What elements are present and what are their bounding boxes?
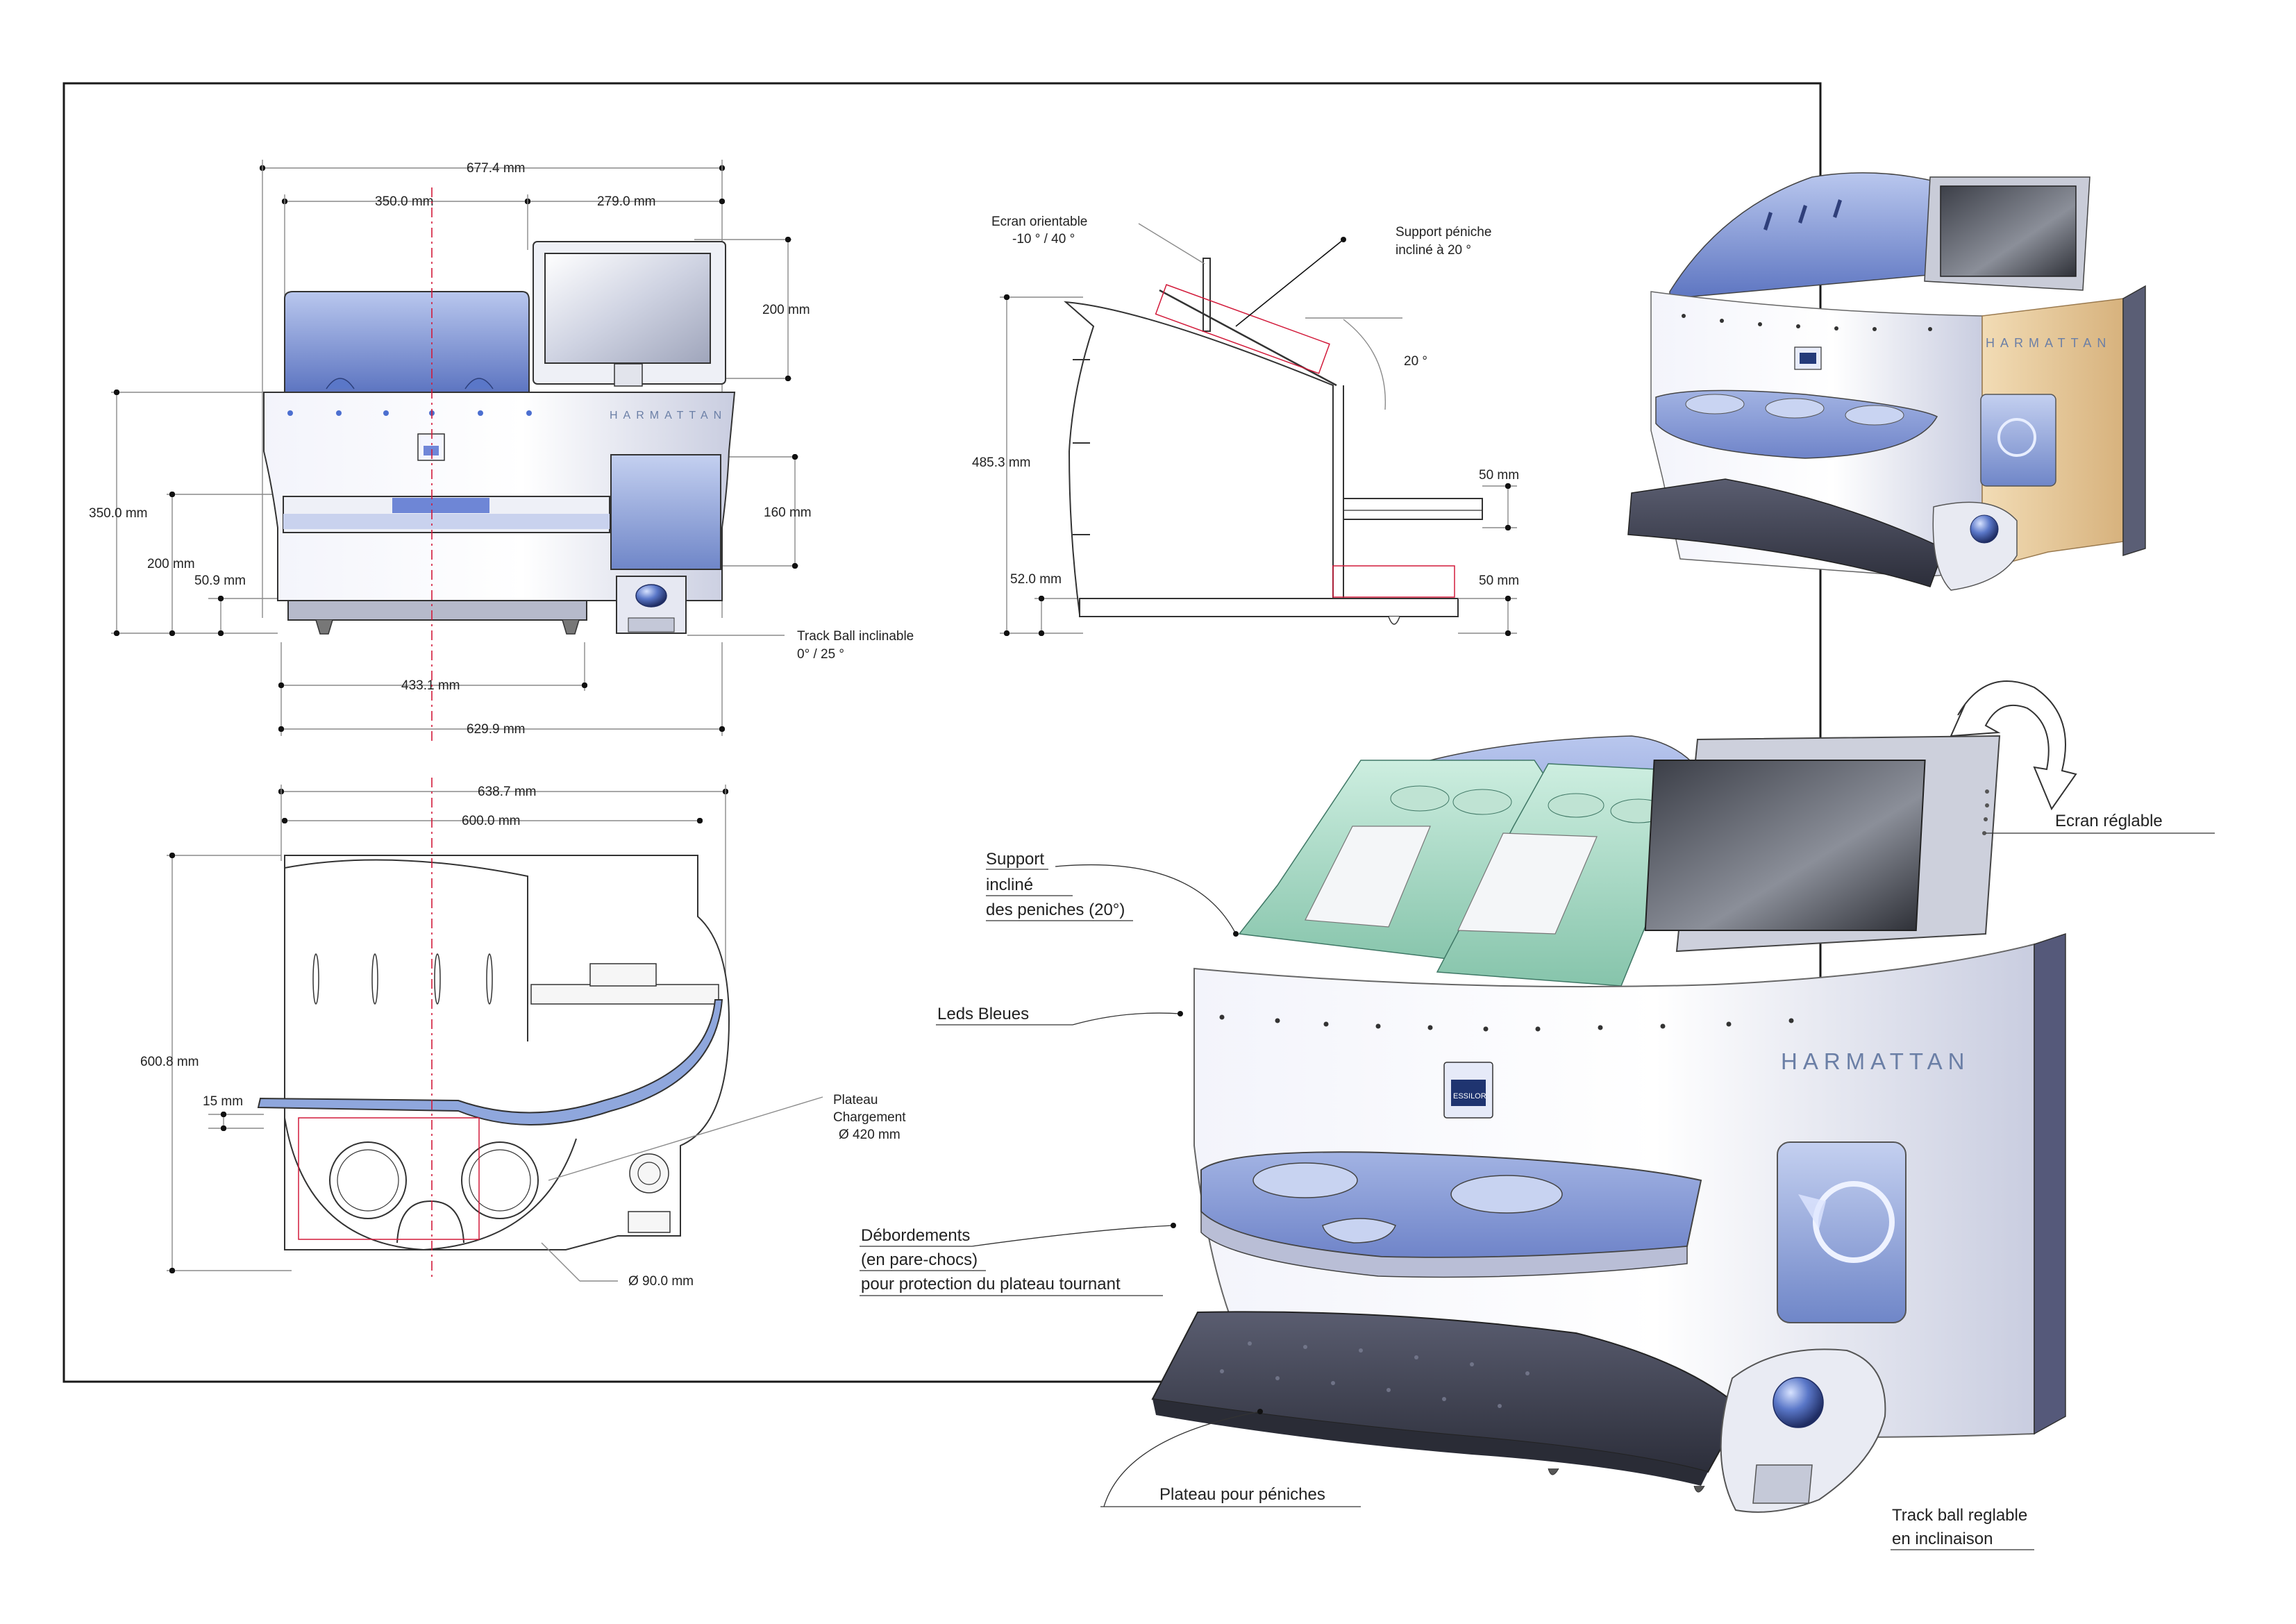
label-screen: Ecran réglable — [2055, 812, 2163, 830]
large-screen — [1644, 760, 1926, 931]
note-trackball-line1: Track Ball inclinable — [797, 629, 914, 644]
label-overflow-line3: pour protection du plateau tournant — [861, 1275, 1121, 1294]
dim-right-width: 279.0 mm — [597, 194, 655, 209]
small-hood — [1669, 172, 1938, 299]
front-hood — [284, 291, 530, 393]
dim-body-height: 350.0 mm — [89, 506, 147, 521]
label-support-line1: Support — [986, 850, 1044, 869]
label-overflow-line2: (en pare-chocs) — [861, 1250, 978, 1269]
dim-top-bumper: 15 mm — [203, 1094, 243, 1109]
dim-side-base: 52.0 mm — [1010, 572, 1062, 587]
small-trackball[interactable] — [1970, 514, 1999, 544]
logo-text: ESSILOR — [1453, 1092, 1486, 1100]
note-screen-line2: -10 ° / 40 ° — [1012, 232, 1075, 246]
note-screen-line1: Ecran orientable — [991, 215, 1087, 229]
note-trackball-line2: 0° / 25 ° — [797, 647, 844, 662]
front-screen — [544, 253, 711, 364]
note-plate-line1: Plateau — [833, 1093, 878, 1107]
large-window — [1777, 1141, 1907, 1323]
side-angle: 20 ° — [1404, 354, 1427, 369]
dim-left-width: 350.0 mm — [375, 194, 433, 209]
front-trackball[interactable] — [635, 584, 667, 608]
dim-top-inner-width: 600.0 mm — [462, 814, 520, 828]
dim-tray-gap-bottom: 50 mm — [1479, 574, 1519, 588]
small-window — [1980, 394, 2056, 487]
note-support-line1: Support péniche — [1396, 225, 1491, 240]
drawing-frame — [62, 82, 1822, 1383]
dim-lower-height: 200 mm — [147, 557, 195, 571]
side-body-outline — [1064, 301, 1334, 615]
large-trackball[interactable] — [1773, 1377, 1824, 1428]
dim-base-width: 433.1 mm — [401, 678, 460, 693]
side-base-plate — [1079, 598, 1459, 617]
dim-base-height: 50.9 mm — [194, 574, 246, 588]
small-trackball-housing — [1932, 501, 2018, 591]
label-support-line2: incliné — [986, 876, 1033, 894]
small-tray — [1627, 478, 1945, 587]
dim-screen-height: 200 mm — [762, 303, 810, 317]
top-hole-left — [329, 1141, 407, 1219]
small-screen — [1940, 185, 2077, 277]
label-trackball-line2: en inclinaison — [1892, 1530, 1993, 1548]
dim-tray-gap-top: 50 mm — [1479, 468, 1519, 483]
note-support-line2: incliné à 20 ° — [1396, 243, 1471, 258]
dim-top-overall-width: 638.7 mm — [478, 785, 536, 799]
dim-side-height: 485.3 mm — [972, 455, 1030, 470]
top-hole-right — [461, 1141, 539, 1219]
screen-rotate-arrow — [1950, 680, 2077, 811]
label-support-line3: des peniches (20°) — [986, 901, 1125, 919]
dim-opening-height: 160 mm — [764, 505, 812, 520]
label-tray: Plateau pour péniches — [1159, 1485, 1325, 1504]
front-base-tray — [287, 600, 587, 621]
large-brand: HARMATTAN — [1781, 1048, 1970, 1074]
front-window — [610, 454, 721, 570]
front-view: 677.4 mm 350.0 mm 279.0 mm 200 mm 160 mm… — [89, 160, 914, 743]
dim-top-depth: 600.8 mm — [140, 1055, 199, 1069]
top-bumper-strip — [257, 999, 723, 1125]
small-brand: HARMATTAN — [1986, 336, 2111, 350]
top-view: 638.7 mm 600.0 mm 600.8 mm 15 mm P — [140, 778, 906, 1289]
label-trackball-line1: Track ball reglable — [1892, 1506, 2027, 1525]
note-plate-line3: Ø 420 mm — [839, 1128, 900, 1142]
dim-hole-diameter: Ø 90.0 mm — [628, 1274, 694, 1289]
note-plate-line2: Chargement — [833, 1110, 906, 1125]
dim-footprint-width: 629.9 mm — [467, 722, 525, 737]
label-overflow-line1: Débordements — [861, 1226, 970, 1245]
render-large: HARMATTAN ESSILOR Support inc — [860, 680, 2215, 1550]
side-upper-tray — [1343, 498, 1483, 520]
front-brand: HARMATTAN — [610, 410, 727, 421]
side-screen-pole — [1203, 258, 1211, 332]
side-view: 485.3 mm 52.0 mm 50 mm 50 mm 20 ° Ecran … — [972, 215, 1519, 637]
dim-overall-width: 677.4 mm — [467, 161, 525, 176]
label-leds: Leds Bleues — [937, 1005, 1029, 1023]
render-small: HARMATTAN — [1627, 172, 2146, 591]
